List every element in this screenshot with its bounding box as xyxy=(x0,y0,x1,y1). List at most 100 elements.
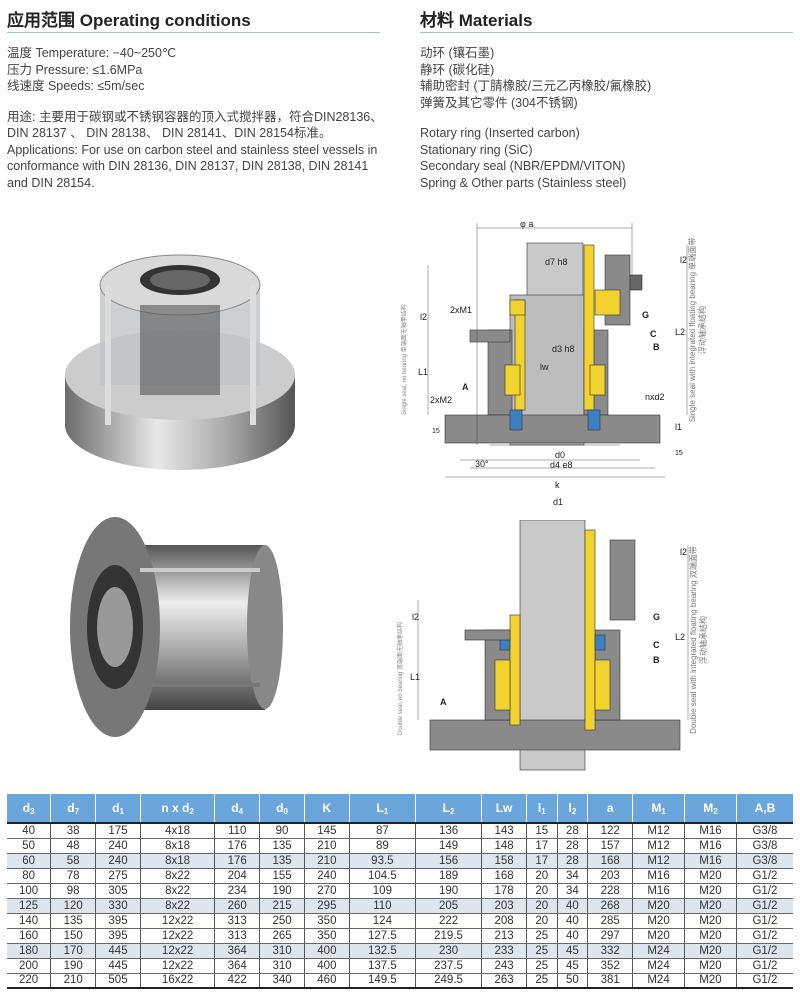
table-cell: 234 xyxy=(214,883,260,899)
label-2xm1: 2xM1 xyxy=(450,305,472,315)
table-cell: 50 xyxy=(7,838,51,854)
material-en: Rotary ring (Inserted carbon) xyxy=(420,126,580,140)
table-cell: M12 xyxy=(632,823,685,839)
table-cell: 395 xyxy=(95,913,141,929)
table-cell: 8x18 xyxy=(139,853,215,869)
column-header: Lw xyxy=(481,794,527,824)
table-cell: 80 xyxy=(7,868,51,884)
table-cell: 268 xyxy=(587,898,633,914)
header-subscript: 2 xyxy=(449,806,455,816)
table-cell: 124 xyxy=(348,913,416,929)
table-cell: M12 xyxy=(632,853,685,869)
table-cell: 25 xyxy=(525,928,558,944)
table-cell: 364 xyxy=(214,943,260,959)
use-cn-2: DIN 28137 、 DIN 28138、 DIN 28141、DIN 281… xyxy=(7,126,332,140)
label-l2-left: l2 xyxy=(412,612,419,622)
caption-left: Double seal, no bearing 双端面无轴承结构 xyxy=(396,622,404,735)
table-cell: 180 xyxy=(7,943,51,959)
table-cell: G1/2 xyxy=(735,898,793,914)
divider xyxy=(7,32,380,33)
label-g: G xyxy=(653,612,660,622)
table-cell: 176 xyxy=(214,853,260,869)
header-text: d xyxy=(112,800,120,815)
label-d4: d4 e8 xyxy=(550,460,573,470)
table-cell: 127.5 xyxy=(348,928,416,944)
header-text: a xyxy=(606,801,614,815)
header-text: l xyxy=(568,800,572,815)
table-cell: G1/2 xyxy=(735,928,793,944)
table-cell: 263 xyxy=(481,973,527,989)
label-port-a: A xyxy=(440,697,447,707)
label-2xm2: 2xM2 xyxy=(430,395,452,405)
column-header: L2 xyxy=(414,794,482,824)
header-text: n x d xyxy=(161,800,190,815)
table-cell: 150 xyxy=(50,928,96,944)
table-cell: 25 xyxy=(525,943,558,959)
column-header: l1 xyxy=(525,794,558,824)
table-cell: 38 xyxy=(50,823,96,839)
table-cell: 295 xyxy=(303,898,350,914)
table-cell: 60 xyxy=(7,853,51,869)
column-header: L1 xyxy=(348,794,416,824)
table-cell: 158 xyxy=(481,853,527,869)
table-cell: M20 xyxy=(684,958,737,974)
table-cell: 148 xyxy=(481,838,527,854)
table-cell: 143 xyxy=(481,823,527,839)
materials-text: 动环 (镶石墨) 静环 (碳化硅) 辅助密封 (丁腈橡胶/三元乙丙橡胶/氟橡胶)… xyxy=(420,45,651,191)
table-cell: G3/8 xyxy=(735,853,793,869)
table-cell: 313 xyxy=(214,928,260,944)
label-L2: L2 xyxy=(675,327,685,337)
table-cell: 260 xyxy=(214,898,260,914)
table-cell: 50 xyxy=(556,973,588,989)
table-cell: 215 xyxy=(259,898,305,914)
temperature: 温度 Temperature: −40~250℃ xyxy=(7,46,176,60)
material-en: Secondary seal (NBR/EPDM/VITON) xyxy=(420,159,626,173)
label-30deg: 30° xyxy=(475,459,489,469)
label-L1: L1 xyxy=(410,672,420,682)
table-cell: 176 xyxy=(214,838,260,854)
label-port-b: B xyxy=(653,655,660,665)
table-cell: 240 xyxy=(95,838,141,854)
table-cell: 149 xyxy=(414,838,482,854)
label-d3: d3 h8 xyxy=(552,344,575,354)
table-cell: M24 xyxy=(632,958,685,974)
table-cell: 40 xyxy=(556,913,588,929)
table-cell: 28 xyxy=(556,853,588,869)
operating-conditions-title: 应用范围 Operating conditions xyxy=(7,11,251,30)
label-k: k xyxy=(555,480,560,490)
table-cell: 78 xyxy=(50,868,96,884)
label-nxd2: nxd2 xyxy=(645,392,665,402)
table-cell: 104.5 xyxy=(348,868,416,884)
table-cell: 204 xyxy=(214,868,260,884)
table-cell: 48 xyxy=(50,838,96,854)
table-cell: 155 xyxy=(259,868,305,884)
material-cn: 辅助密封 (丁腈橡胶/三元乙丙橡胶/氟橡胶) xyxy=(420,79,652,93)
product-photo-top xyxy=(65,254,295,470)
column-header: A,B xyxy=(735,794,793,824)
table-cell: 270 xyxy=(303,883,350,899)
table-cell: 210 xyxy=(50,973,96,989)
table-cell: 20 xyxy=(525,868,558,884)
table-cell: 190 xyxy=(414,883,482,899)
table-cell: 58 xyxy=(50,853,96,869)
table-cell: 8x22 xyxy=(139,898,215,914)
header-subscript: 1 xyxy=(541,806,546,816)
table-cell: 203 xyxy=(587,868,633,884)
table-cell: 310 xyxy=(259,958,305,974)
table-cell: 189 xyxy=(414,868,482,884)
use-en-2: conformance with DIN 28136, DIN 28137, D… xyxy=(7,159,369,173)
header-subscript: 1 xyxy=(119,806,124,816)
table-cell: 40 xyxy=(556,928,588,944)
table-cell: G1/2 xyxy=(735,883,793,899)
column-header: a xyxy=(587,794,633,824)
table-cell: 381 xyxy=(587,973,633,989)
table-cell: 240 xyxy=(95,853,141,869)
table-cell: 210 xyxy=(303,838,350,854)
label-lw: lw xyxy=(540,362,549,372)
table-cell: 350 xyxy=(303,913,350,929)
column-header: n x d2 xyxy=(139,794,215,824)
table-cell: 110 xyxy=(214,823,260,839)
